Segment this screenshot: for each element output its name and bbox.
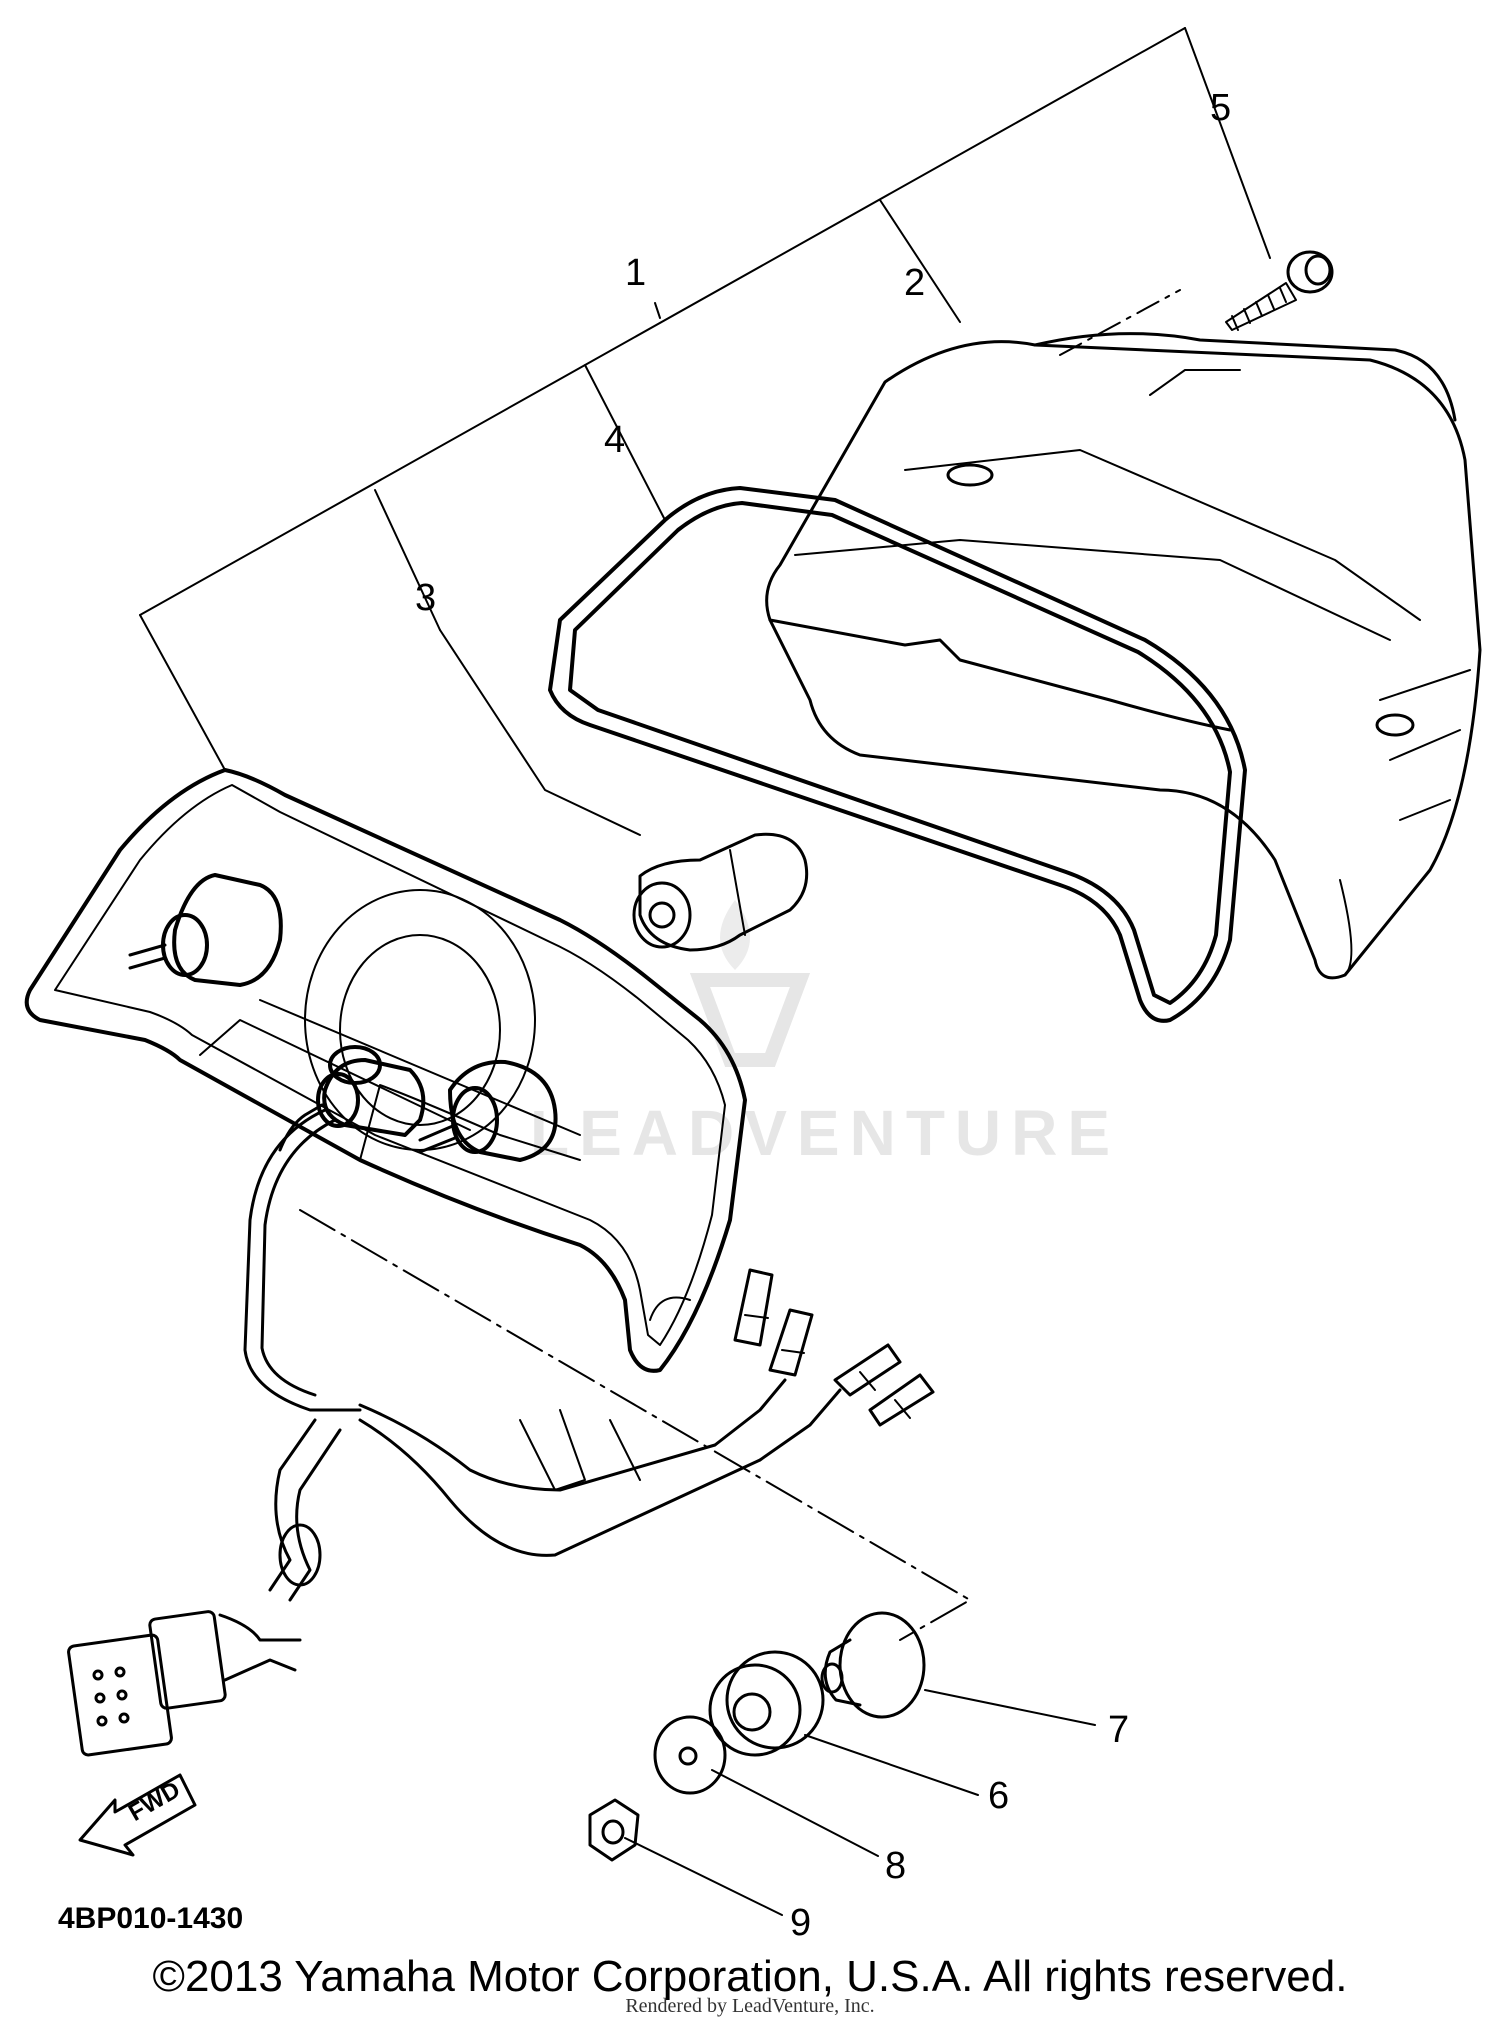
callout-5: 5 <box>1210 87 1231 129</box>
drawing-code: 4BP010-1430 <box>58 1902 243 1935</box>
watermark-text: LEADVENTURE <box>530 1097 1120 1169</box>
callout-3: 3 <box>415 577 436 619</box>
washer <box>653 1715 727 1795</box>
gasket <box>548 486 1247 1023</box>
callout-6: 6 <box>988 1775 1009 1817</box>
damper <box>708 1650 825 1757</box>
outer-lens <box>765 332 1482 980</box>
fwd-direction-arrow <box>78 1773 197 1857</box>
callout-labels: 1 2 3 4 5 6 7 8 9 <box>415 87 1231 1944</box>
screw <box>1225 250 1334 331</box>
callout-8: 8 <box>885 1845 906 1887</box>
callout-1: 1 <box>625 252 646 294</box>
copyright-notice: ©2013 Yamaha Motor Corporation, U.S.A. A… <box>152 1952 1348 2001</box>
leadventure-watermark: LEADVENTURE <box>530 900 1120 1169</box>
bulb <box>632 832 809 952</box>
callout-7: 7 <box>1108 1709 1129 1751</box>
taillight-housing <box>24 768 747 1373</box>
fwd-label: FWD <box>124 1776 185 1827</box>
grommet <box>820 1611 926 1719</box>
wiring-harness <box>67 1108 935 1757</box>
callout-9: 9 <box>790 1902 811 1944</box>
assembly-leader-lines <box>139 27 1271 1916</box>
nut <box>588 1798 640 1862</box>
callout-2: 2 <box>904 262 925 304</box>
callout-4: 4 <box>604 419 625 461</box>
rendered-by-note: Rendered by LeadVenture, Inc. <box>625 1995 875 2017</box>
